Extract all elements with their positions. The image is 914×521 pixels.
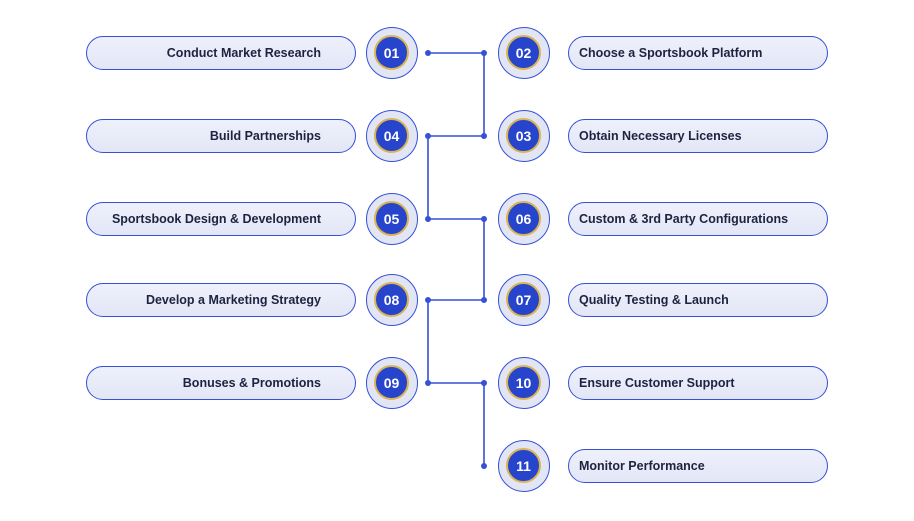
step-label: Custom & 3rd Party Configurations [579,212,789,226]
step-badge-ring: 10 [498,357,550,409]
step-02: Choose a Sportsbook Platform 02 [498,27,838,79]
step-11: Monitor Performance 11 [498,440,838,492]
step-pill: Conduct Market Research [86,36,356,70]
step-badge-ring: 02 [498,27,550,79]
step-badge-ring: 03 [498,110,550,162]
step-06: Custom & 3rd Party Configurations 06 [498,193,838,245]
connector-dot [425,297,431,303]
step-04: Build Partnerships 04 [86,110,426,162]
step-pill: Choose a Sportsbook Platform [568,36,828,70]
step-badge-ring: 05 [366,193,418,245]
step-pill: Monitor Performance [568,449,828,483]
step-number-badge: 05 [374,201,409,236]
step-badge-ring: 11 [498,440,550,492]
connector-dot [481,50,487,56]
step-label: Monitor Performance [579,459,705,473]
step-number-badge: 02 [506,35,541,70]
step-label: Choose a Sportsbook Platform [579,46,763,60]
step-pill: Build Partnerships [86,119,356,153]
step-label: Sportsbook Design & Development [111,212,321,226]
step-number-badge: 03 [506,118,541,153]
step-number-badge: 10 [506,365,541,400]
step-label: Ensure Customer Support [579,376,735,390]
connector-dot [425,380,431,386]
step-label: Bonuses & Promotions [182,376,321,390]
step-03: Obtain Necessary Licenses 03 [498,110,838,162]
step-pill: Quality Testing & Launch [568,283,828,317]
step-number-badge: 07 [506,282,541,317]
connector-dot [425,216,431,222]
step-label: Obtain Necessary Licenses [579,129,742,143]
step-badge-ring: 08 [366,274,418,326]
step-10: Ensure Customer Support 10 [498,357,838,409]
step-pill: Sportsbook Design & Development [86,202,356,236]
step-number-badge: 06 [506,201,541,236]
step-label: Develop a Marketing Strategy [145,293,321,307]
step-badge-ring: 09 [366,357,418,409]
step-label: Quality Testing & Launch [579,293,729,307]
step-number-badge: 01 [374,35,409,70]
connector-dot [481,216,487,222]
step-label: Conduct Market Research [166,46,321,60]
step-pill: Custom & 3rd Party Configurations [568,202,828,236]
step-pill: Obtain Necessary Licenses [568,119,828,153]
connector-dot [425,133,431,139]
connector-dot [481,133,487,139]
step-label: Build Partnerships [209,129,321,143]
step-pill: Bonuses & Promotions [86,366,356,400]
step-badge-ring: 07 [498,274,550,326]
connector-dot [481,297,487,303]
step-09: Bonuses & Promotions 09 [86,357,426,409]
step-badge-ring: 04 [366,110,418,162]
step-number-badge: 04 [374,118,409,153]
step-05: Sportsbook Design & Development 05 [86,193,426,245]
step-number-badge: 08 [374,282,409,317]
step-badge-ring: 01 [366,27,418,79]
step-pill: Develop a Marketing Strategy [86,283,356,317]
connector-dot [425,50,431,56]
step-number-badge: 11 [506,448,541,483]
step-number-badge: 09 [374,365,409,400]
step-08: Develop a Marketing Strategy 08 [86,274,426,326]
connector-dot [481,380,487,386]
step-badge-ring: 06 [498,193,550,245]
connector-dot [481,463,487,469]
step-07: Quality Testing & Launch 07 [498,274,838,326]
step-pill: Ensure Customer Support [568,366,828,400]
step-01: Conduct Market Research 01 [86,27,426,79]
